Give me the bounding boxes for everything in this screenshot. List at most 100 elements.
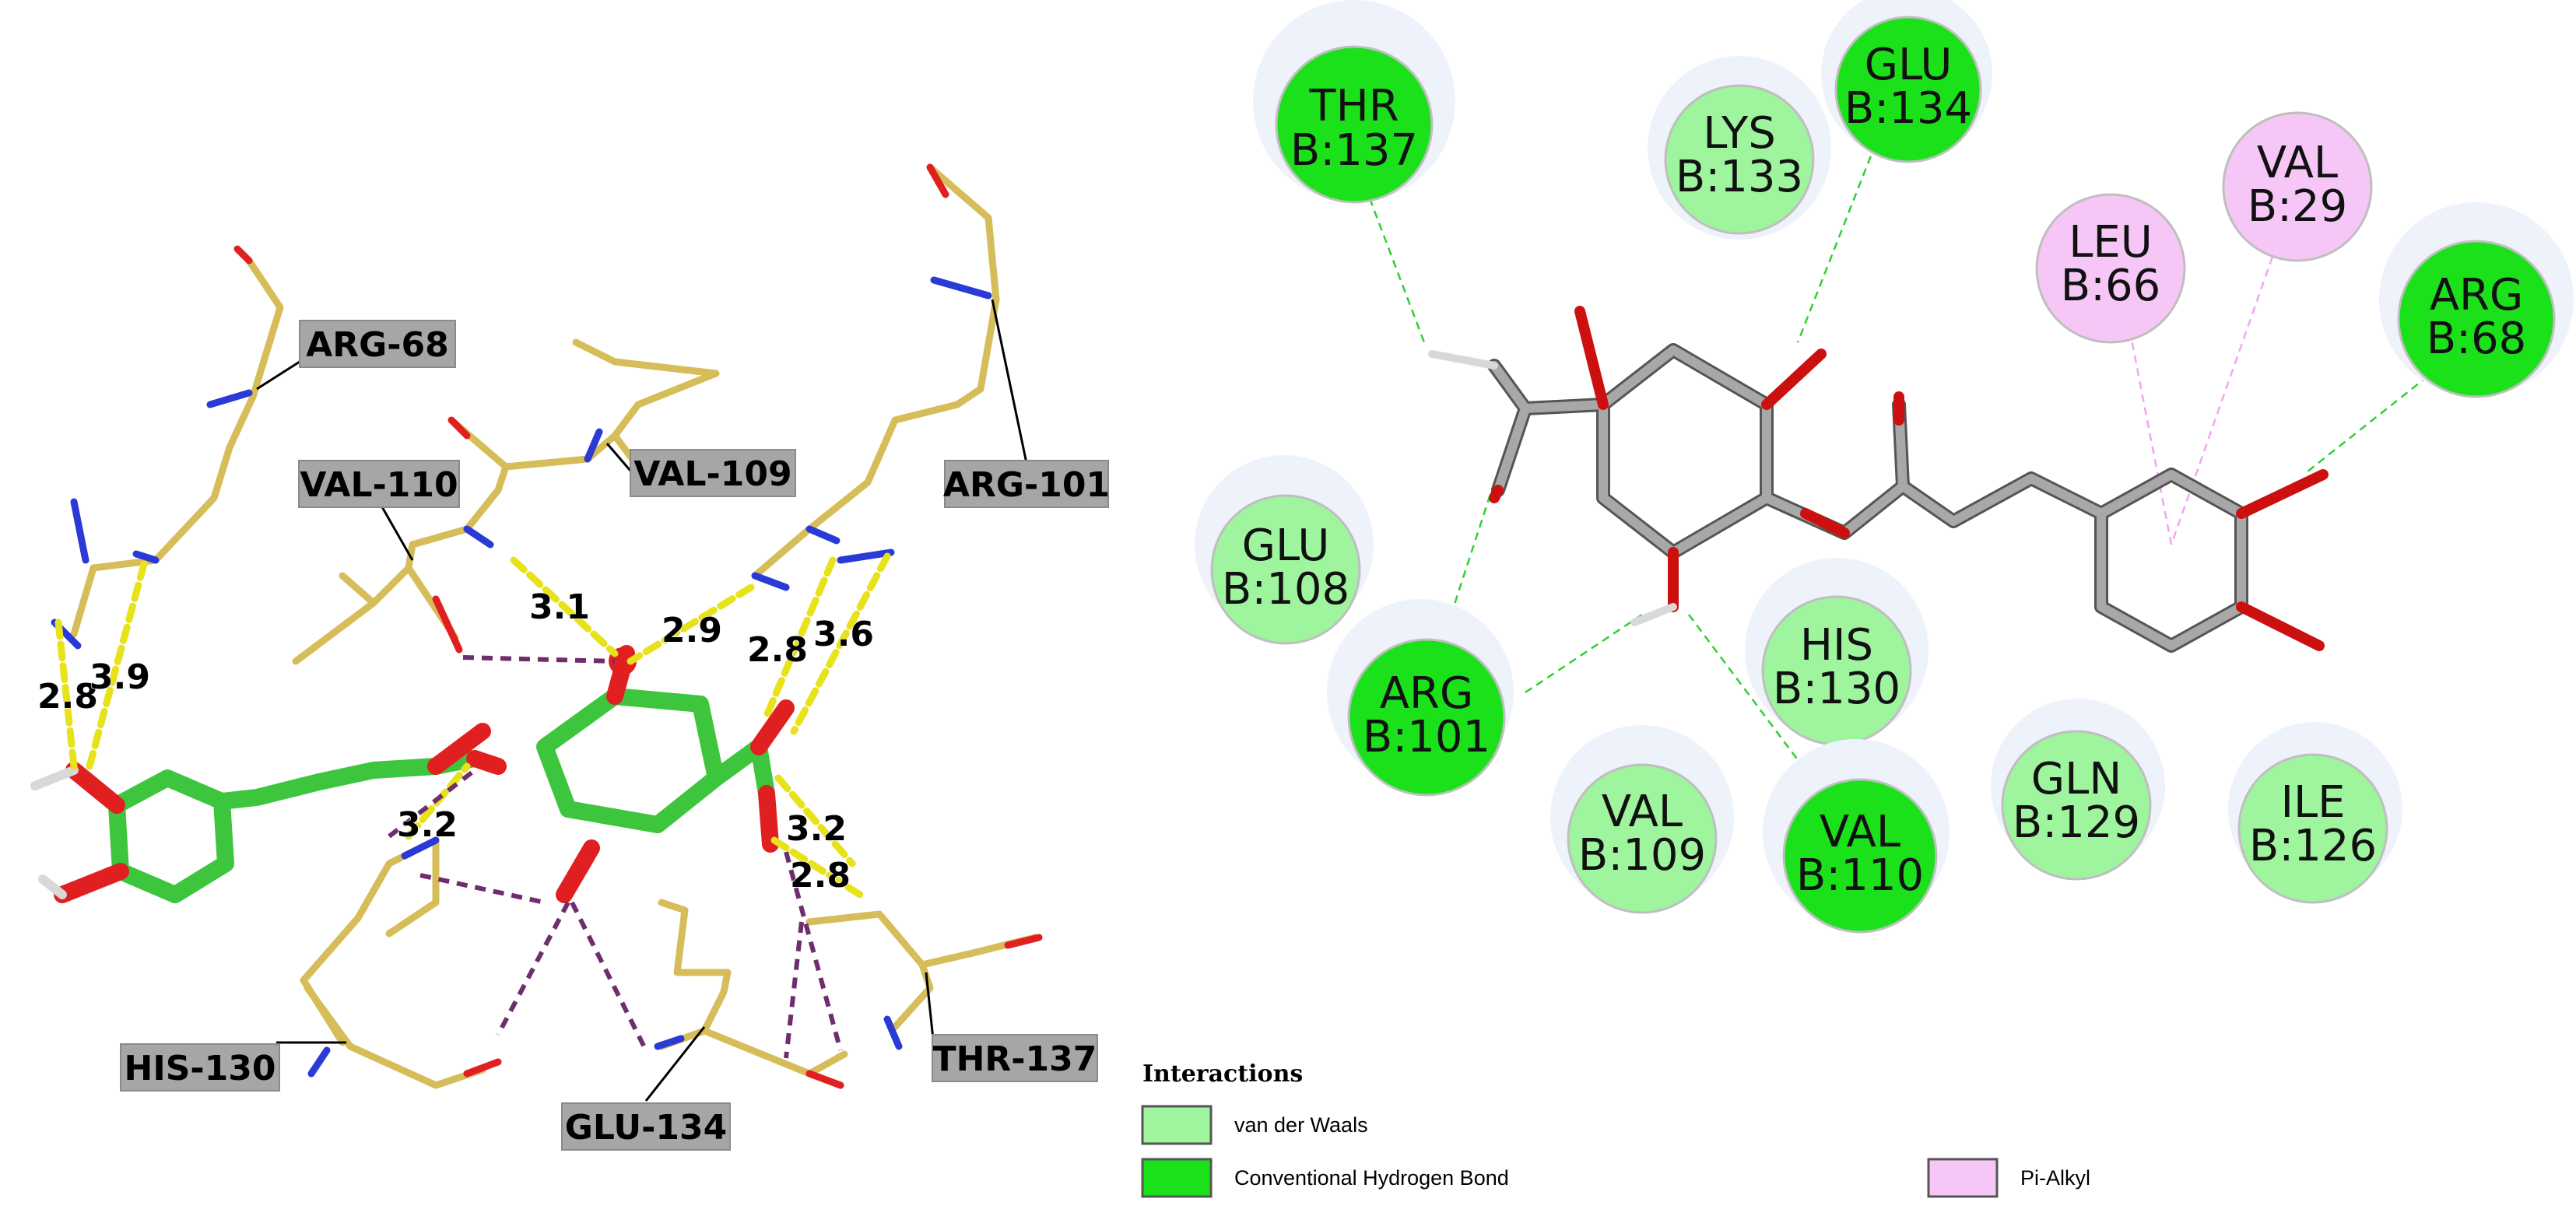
leader-glu134 [644, 1026, 706, 1102]
residue-name: GLU [1242, 520, 1330, 571]
hbond-dashes [54, 552, 891, 899]
distance-label: 3.2 [397, 805, 458, 845]
thr137-chain [805, 910, 1039, 969]
label-box-arg68 [299, 320, 456, 368]
legend-label-hbond: Conventional Hydrogen Bond [1234, 1166, 1509, 1190]
legend-label-pialkyl: Pi-Alkyl [2020, 1166, 2090, 1190]
residue-chain: B:110 [1796, 850, 1924, 901]
his130-oxygen [463, 1058, 502, 1078]
glu134-chain [658, 899, 732, 1050]
hbond-arg101-a [626, 583, 755, 665]
residue-chain: B:108 [1222, 564, 1349, 615]
distance-label: 2.8 [37, 677, 98, 717]
residue-disc-thr137 [1275, 45, 1434, 204]
ligand-ring-a [1599, 345, 1771, 557]
residue-disc-val29 [2222, 111, 2373, 262]
ligand-h1 [30, 766, 79, 790]
ligand-quinic-oh [556, 839, 600, 903]
val110-chain [292, 416, 510, 665]
residue-name: LYS [1703, 108, 1776, 159]
arg68-oxygen-bond [233, 245, 253, 265]
residue-disc-glu108 [1210, 494, 1361, 645]
residue-label-val110: VAL-110 [300, 465, 458, 505]
residue-name: VAL [1602, 787, 1683, 837]
residue-label-thr137: THR-137 [933, 1039, 1097, 1079]
residue-name: ARG [1380, 668, 1474, 719]
label-box-his130 [120, 1043, 280, 1092]
residue-label-boxes: ARG-68 VAL-110 VAL-109 ARG-101 HIS-130 G… [120, 320, 1110, 1151]
contact-his130-b [496, 901, 570, 1036]
residue-chain: B:126 [2249, 821, 2377, 871]
hbond-line-glu134 [1796, 143, 1877, 343]
arg101-nitrogen-a [930, 276, 992, 300]
ligand-ester-o2 [466, 750, 507, 775]
hbond-arg101-c [790, 552, 891, 735]
ligand-catechol-oh1 [65, 762, 125, 814]
residue-chain: B:101 [1363, 712, 1490, 762]
contact-thr137-a [784, 851, 843, 1051]
hbond-line-thr137 [1368, 198, 1426, 343]
distance-label: 2.9 [662, 611, 722, 650]
pialkyl-line-val29 [2170, 256, 2274, 545]
residue-disc-gln129 [2001, 730, 2152, 881]
his130-ring-n [401, 836, 440, 860]
ligand-h-2d-1 [1428, 350, 1498, 370]
distance-label: 2.8 [790, 856, 851, 895]
label-box-val109 [630, 449, 796, 497]
ligand-ring-b [2097, 470, 2246, 650]
polar-contacts [388, 655, 843, 1059]
residue-label-arg101: ARG-101 [943, 465, 1110, 505]
residue-chain: B:134 [1844, 83, 1972, 134]
residue-disc-glu134 [1834, 16, 1982, 163]
val110-oxygen [432, 595, 463, 654]
legend-swatch-hbond [1141, 1158, 1213, 1198]
val109-oxygen [447, 416, 471, 440]
arg68-nitrogen-c [70, 498, 89, 564]
contact-glu134 [570, 901, 648, 1052]
residue-discs: THR B:137 LYS B:133 GLU B:134 VAL B:29 L… [1195, 0, 2574, 934]
contact-val110 [462, 655, 616, 664]
legend-title: Interactions [1142, 1060, 1303, 1088]
ligand-h-2d-2 [1630, 603, 1677, 626]
hbond-thr137-b [770, 836, 864, 899]
arg68-chain [70, 257, 284, 638]
val110-branch-2 [339, 572, 377, 607]
residue-disc-ile126 [2237, 753, 2388, 904]
distance-label: 3.2 [786, 809, 847, 849]
ligand-carboxyl-2d-b [1493, 404, 1530, 495]
distance-label: 3.9 [89, 657, 150, 697]
residue-name: LEU [2069, 217, 2153, 268]
binding-pose-3d: ARG-68 VAL-110 VAL-109 ARG-101 HIS-130 G… [30, 163, 1110, 1151]
residue-disc-arg68 [2397, 240, 2556, 398]
residue-name: VAL [1820, 807, 1900, 857]
hbond-line-arg101-a [1434, 482, 1496, 662]
ligand-o-2d-7 [2236, 601, 2325, 651]
his130-ring [300, 836, 440, 1046]
hbond-arg68-a [54, 619, 78, 770]
leader-val110 [380, 505, 414, 561]
arg101-nitrogen-c [751, 572, 790, 591]
residue-name: VAL [2257, 138, 2338, 188]
residue-label-his130: HIS-130 [125, 1049, 276, 1088]
ligand-h2 [38, 874, 67, 899]
legend: Interactions van der Waals Conventional … [1141, 1060, 2090, 1198]
contact-thr137-b [784, 921, 804, 1059]
his130-chain [304, 984, 486, 1089]
arg101-nitrogen-b [805, 525, 841, 545]
pialkyl-line-leu66 [2123, 303, 2173, 545]
residue-chain: B:66 [2061, 261, 2161, 311]
his130-nitrogen [307, 1046, 331, 1078]
residue-name: ARG [2430, 270, 2524, 321]
distance-labels: 2.8 3.9 3.1 2.9 2.8 3.6 3.2 3.2 2.8 [37, 587, 874, 895]
ligand-carboxyl-o1 [750, 699, 795, 755]
ligand-o-2d-2 [1761, 349, 1827, 410]
val110-nitrogen [463, 525, 494, 548]
ligand-2d [1428, 306, 2329, 653]
hbond-arg101-b [763, 556, 837, 720]
residue-disc-arg101 [1347, 638, 1506, 797]
ligand-o-2d-1 [1574, 306, 1609, 410]
distance-label: 3.6 [813, 615, 874, 654]
ligand-quinic-ring [536, 688, 725, 833]
ligand-catechol-oh2 [54, 863, 129, 903]
